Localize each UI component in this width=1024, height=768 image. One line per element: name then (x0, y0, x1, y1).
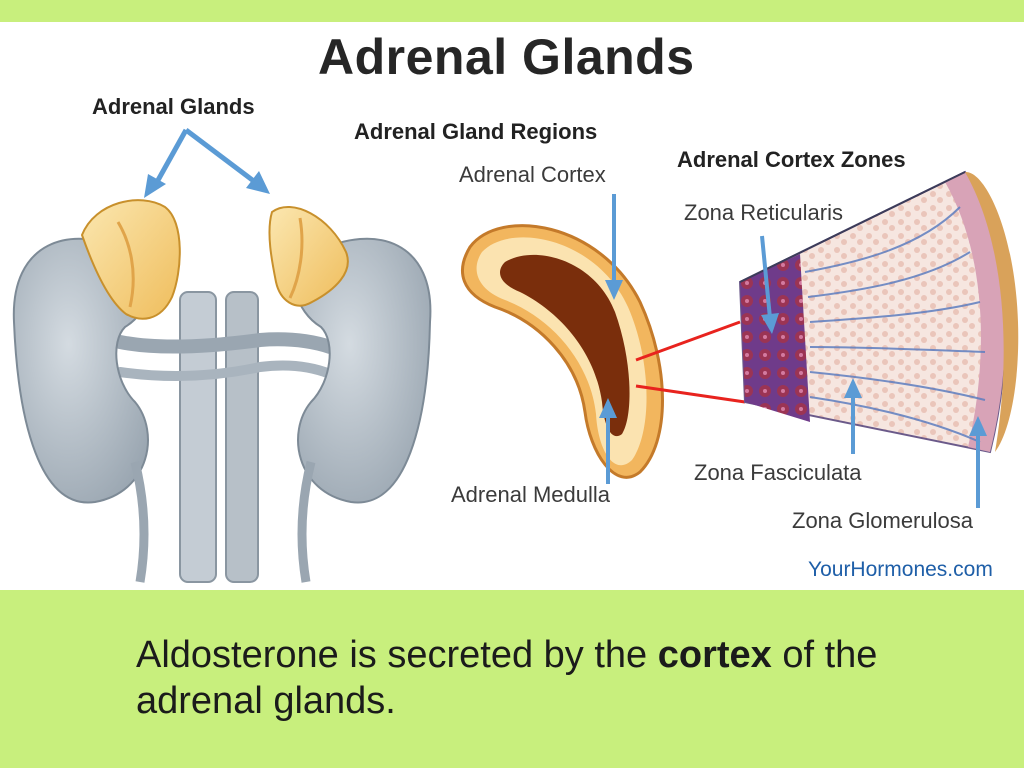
zoom-connector-lines (635, 320, 746, 404)
caption-text-after: of the adrenal glands. (136, 634, 878, 722)
label-zona-glomerulosa: Zona Glomerulosa (792, 508, 973, 533)
caption-emphasis: cortex (657, 634, 772, 676)
kidney-illustration (12, 237, 432, 583)
source-credit: YourHormones.com (808, 558, 993, 581)
slide-caption: Aldosterone is secreted by the cortex of… (136, 632, 996, 724)
cortex-medulla-arrows (599, 194, 623, 484)
adrenal-gland-left (80, 199, 181, 320)
label-zona-fasciculata: Zona Fasciculata (694, 460, 862, 485)
caption-text-before: Aldosterone is secreted by the (136, 634, 658, 676)
cortex-zones-wedge (738, 170, 1019, 454)
figure-title: Adrenal Glands (318, 29, 695, 85)
adrenal-glands-figure: Adrenal Glands Adrenal Glands Adrenal Gl… (0, 22, 1024, 590)
gland-cross-section (461, 224, 664, 479)
label-zona-reticularis: Zona Reticularis (684, 200, 843, 225)
label-adrenal-cortex: Adrenal Cortex (459, 162, 606, 187)
adrenal-glands-arrows (144, 128, 270, 198)
label-gland-regions: Adrenal Gland Regions (354, 119, 598, 144)
label-cortex-zones: Adrenal Cortex Zones (677, 147, 906, 172)
label-adrenal-medulla: Adrenal Medulla (451, 482, 610, 507)
anatomy-illustration (12, 128, 1019, 583)
zone-arrows (760, 235, 987, 508)
adrenal-gland-right (268, 206, 349, 307)
label-adrenal-glands: Adrenal Glands (92, 94, 255, 119)
